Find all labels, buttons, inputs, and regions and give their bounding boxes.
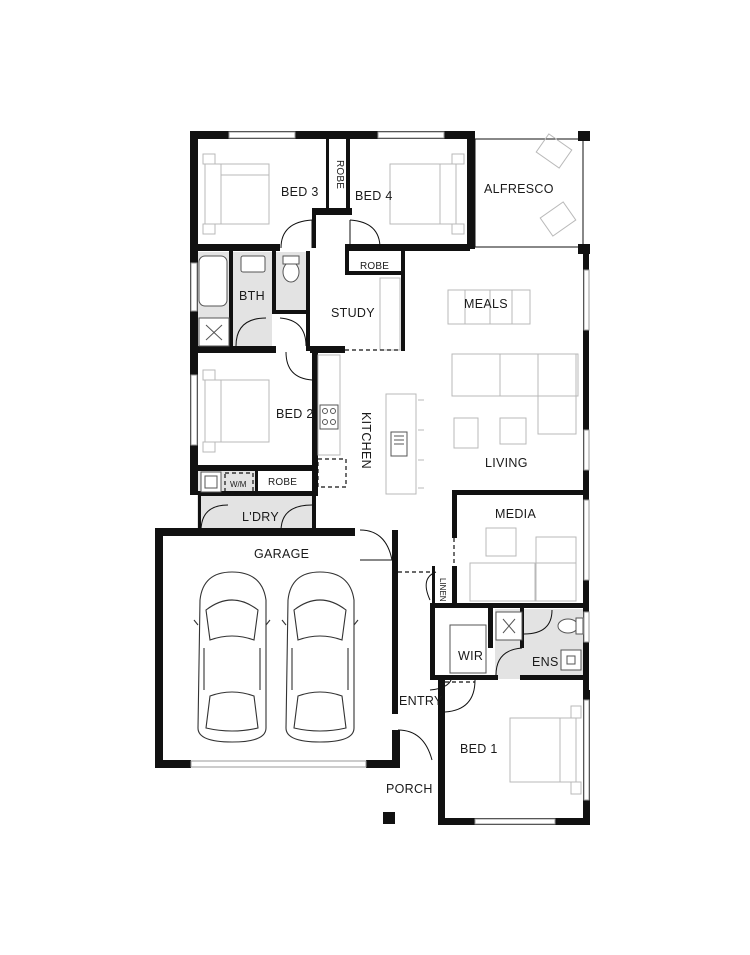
label-alfresco: ALFRESCO	[484, 182, 554, 196]
room-labels: BED 3 BED 4 ROBE ALFRESCO BTH STUDY ROBE…	[230, 160, 559, 796]
label-bed1: BED 1	[460, 742, 498, 756]
label-bed4: BED 4	[355, 189, 393, 203]
label-bed2: BED 2	[276, 407, 314, 421]
car-right	[281, 571, 359, 743]
label-media: MEDIA	[495, 507, 536, 521]
label-ldry: L'DRY	[242, 510, 279, 524]
label-entry: ENTRY	[399, 694, 443, 708]
doors	[200, 219, 553, 761]
label-bth: BTH	[239, 289, 265, 303]
fixtures	[198, 255, 584, 674]
garage-cars	[193, 571, 359, 743]
label-wir: WIR	[458, 649, 483, 663]
label-bed3: BED 3	[281, 185, 319, 199]
label-robe-mid: ROBE	[360, 261, 389, 272]
car-left	[193, 571, 271, 743]
openings	[345, 349, 475, 683]
label-wm: W/M	[230, 480, 247, 489]
label-garage: GARAGE	[254, 547, 309, 561]
label-ens: ENS	[532, 655, 559, 669]
windows	[190, 131, 590, 825]
label-robe-top: ROBE	[334, 160, 345, 189]
label-robe-bed2: ROBE	[268, 477, 297, 488]
label-meals: MEALS	[464, 297, 508, 311]
label-living: LIVING	[485, 456, 528, 470]
label-linen: LINEN	[438, 578, 447, 602]
furniture	[202, 153, 582, 795]
label-study: STUDY	[331, 306, 375, 320]
alfresco-outline	[474, 133, 584, 248]
label-kitchen: KITCHEN	[359, 412, 373, 469]
label-porch: PORCH	[386, 782, 433, 796]
